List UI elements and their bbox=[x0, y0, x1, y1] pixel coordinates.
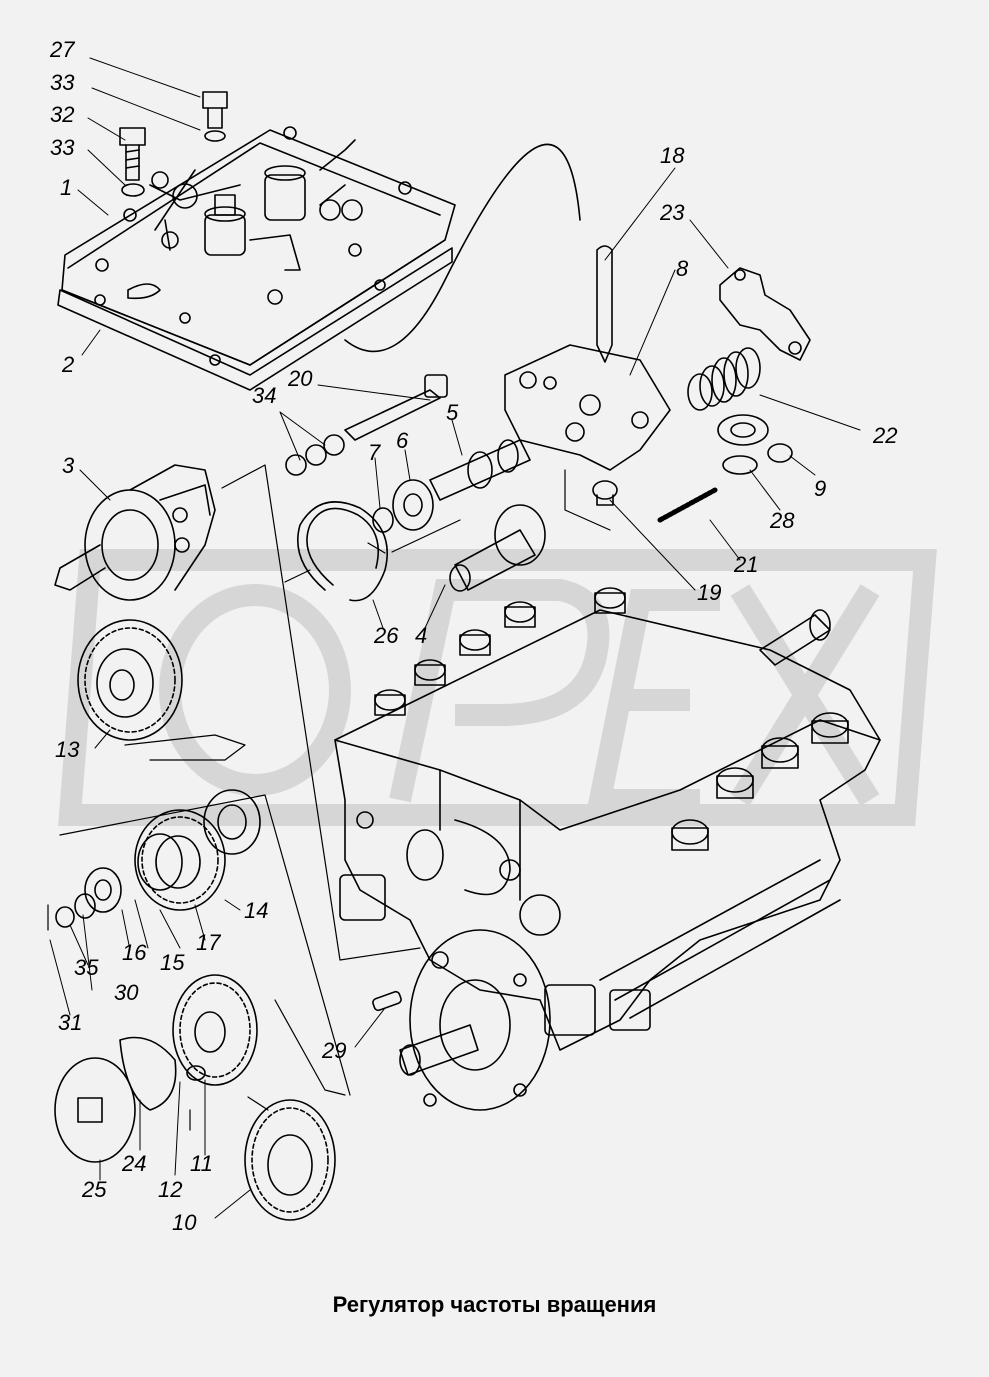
callout-1: 1 bbox=[60, 175, 72, 200]
cam-9 bbox=[717, 414, 793, 463]
callout-11: 11 bbox=[190, 1151, 213, 1176]
callout-6: 6 bbox=[396, 428, 409, 453]
callout-31: 31 bbox=[58, 1010, 82, 1035]
lever-23 bbox=[719, 267, 811, 361]
pin-18 bbox=[596, 245, 613, 363]
gasket bbox=[57, 247, 453, 391]
callout-35: 35 bbox=[74, 955, 99, 980]
callout-16: 16 bbox=[122, 940, 147, 965]
callout-5: 5 bbox=[446, 400, 459, 425]
callout-4: 4 bbox=[415, 623, 427, 648]
callout-14: 14 bbox=[244, 898, 268, 923]
callout-labels: 27 33 32 33 1 2 3 13 14 15 16 17 30 35 3… bbox=[49, 37, 897, 1235]
callout-17: 17 bbox=[196, 930, 221, 955]
callout-15: 15 bbox=[160, 950, 185, 975]
spring-22 bbox=[687, 347, 761, 411]
lever-housing-8 bbox=[504, 344, 671, 471]
callout-20: 20 bbox=[287, 366, 313, 391]
callout-21: 21 bbox=[733, 552, 758, 577]
retaining-ring-26 bbox=[296, 501, 389, 602]
assembly-lines bbox=[47, 464, 611, 1131]
watermark-logo bbox=[58, 549, 937, 826]
callout-24: 24 bbox=[121, 1151, 146, 1176]
callout-7: 7 bbox=[368, 440, 381, 465]
callout-13: 13 bbox=[55, 737, 80, 762]
shaft-5 bbox=[429, 439, 531, 501]
bolt-27 bbox=[202, 91, 228, 142]
pin-29 bbox=[372, 990, 402, 1012]
callout-33: 33 bbox=[50, 135, 75, 160]
callout-19: 19 bbox=[697, 580, 721, 605]
callout-34: 34 bbox=[252, 383, 276, 408]
callout-3: 3 bbox=[62, 453, 75, 478]
cover-plate bbox=[61, 126, 456, 366]
callout-2: 2 bbox=[61, 352, 74, 377]
callout-9: 9 bbox=[814, 476, 826, 501]
gear-17 bbox=[134, 809, 226, 911]
cover-linkage bbox=[149, 139, 363, 271]
bolt-32 bbox=[119, 127, 146, 197]
callout-27: 27 bbox=[49, 37, 75, 62]
callout-22: 22 bbox=[872, 423, 897, 448]
callout-33: 33 bbox=[50, 70, 75, 95]
plug-19 bbox=[592, 480, 618, 506]
callout-28: 28 bbox=[769, 508, 795, 533]
callout-30: 30 bbox=[114, 980, 139, 1005]
bearing-16 bbox=[84, 867, 122, 913]
bearing-14 bbox=[203, 789, 261, 855]
nuts-34 bbox=[285, 434, 345, 476]
spring-7 bbox=[372, 507, 394, 533]
ring-15 bbox=[137, 833, 183, 891]
pin-12 bbox=[186, 1065, 206, 1081]
callout-12: 12 bbox=[158, 1177, 182, 1202]
callout-10: 10 bbox=[172, 1210, 197, 1235]
callout-8: 8 bbox=[676, 256, 689, 281]
figure-caption: Регулятор частоты вращения bbox=[332, 1292, 657, 1317]
callout-leaders bbox=[49, 57, 861, 1219]
callout-29: 29 bbox=[321, 1038, 346, 1063]
callout-26: 26 bbox=[373, 623, 399, 648]
leader-arc bbox=[344, 143, 581, 353]
callout-18: 18 bbox=[660, 143, 685, 168]
gear-10 bbox=[244, 1099, 336, 1221]
gear-13 bbox=[77, 619, 183, 741]
gear-11 bbox=[172, 974, 258, 1086]
screw-20 bbox=[344, 374, 448, 441]
callout-25: 25 bbox=[81, 1177, 107, 1202]
washer-30 bbox=[74, 893, 96, 919]
weights-24 bbox=[119, 1036, 177, 1111]
hub-25 bbox=[54, 1057, 136, 1163]
shaft-4 bbox=[449, 504, 546, 592]
callout-23: 23 bbox=[659, 200, 685, 225]
washer-28 bbox=[722, 455, 758, 475]
sleeve-6 bbox=[392, 479, 434, 531]
callout-32: 32 bbox=[50, 102, 74, 127]
governor-drive-3 bbox=[54, 464, 216, 601]
spring-21 bbox=[657, 487, 718, 523]
nut-35 bbox=[55, 906, 75, 928]
pump-housing bbox=[334, 587, 881, 1111]
